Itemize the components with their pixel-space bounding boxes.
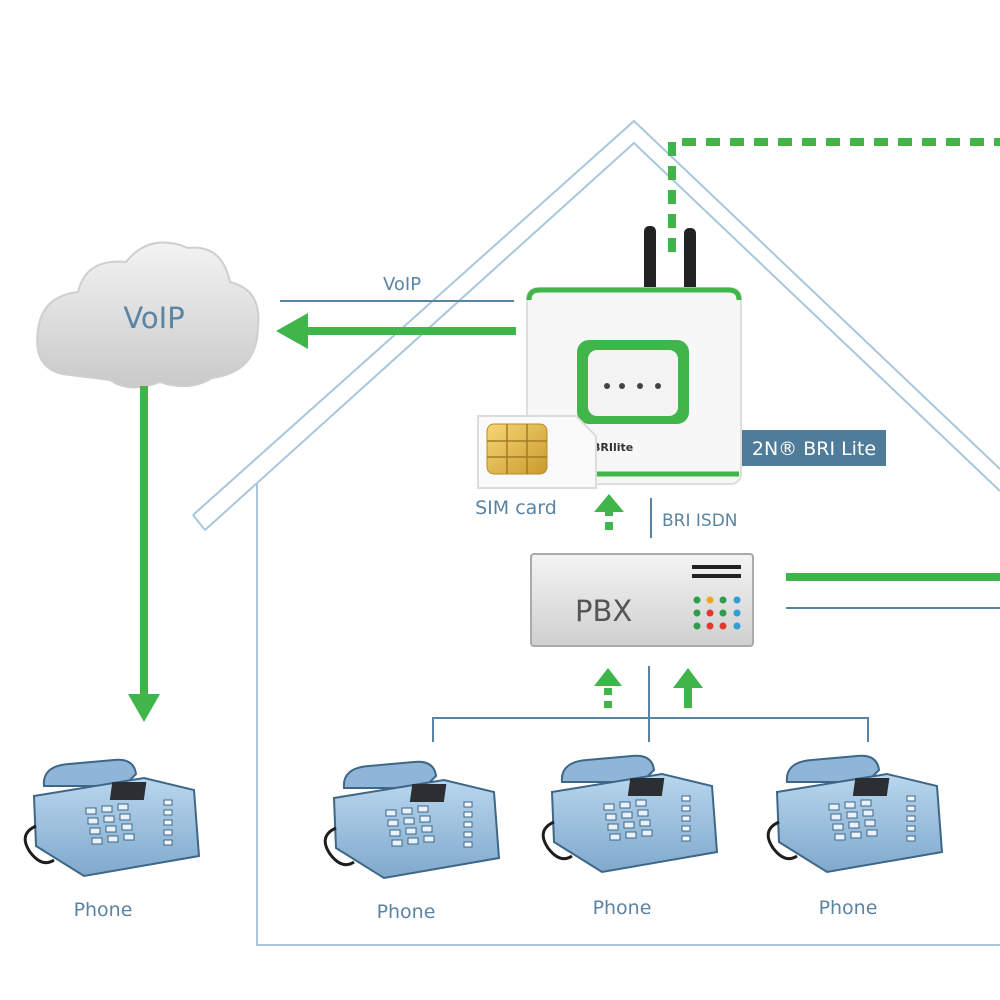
- wireless-link-dotted: [668, 138, 1000, 252]
- antenna-right: [684, 228, 696, 298]
- sim-card-icon: SIM card: [475, 415, 597, 519]
- device-name-badge: 2N® BRI Lite: [742, 430, 886, 466]
- phone-label: Phone: [74, 899, 133, 921]
- cloud-to-phone-arrow: [128, 386, 160, 722]
- phones-to-pbx-arrow: [673, 668, 703, 708]
- phone-label: Phone: [819, 897, 878, 919]
- device-brand-label: BRIlite: [592, 441, 633, 454]
- desk-phone-icon: [541, 754, 719, 874]
- cloud-icon: VoIP: [36, 241, 260, 389]
- phone-label: Phone: [377, 901, 436, 923]
- sim-card-label: SIM card: [475, 497, 557, 519]
- bri-isdn-label: BRI ISDN: [662, 511, 738, 531]
- desk-phone-icon: [23, 758, 201, 878]
- desk-phone-icon: [766, 754, 944, 874]
- house-outline: [192, 119, 1000, 946]
- pbx-label: PBX: [575, 594, 632, 628]
- antenna-left: [644, 226, 656, 298]
- pbx-icon: PBX: [530, 553, 754, 647]
- phone-bus: [432, 717, 869, 742]
- desk-phone-icon: [323, 760, 501, 880]
- device-name-label: 2N® BRI Lite: [752, 438, 876, 460]
- voip-arrow: [276, 313, 516, 349]
- bri-isdn-arrow: [594, 494, 624, 536]
- phones-to-pbx-dashed-arrow: [594, 668, 622, 708]
- voip-line-label: VoIP: [383, 274, 421, 295]
- cloud-label: VoIP: [123, 301, 184, 335]
- phone-label: Phone: [593, 897, 652, 919]
